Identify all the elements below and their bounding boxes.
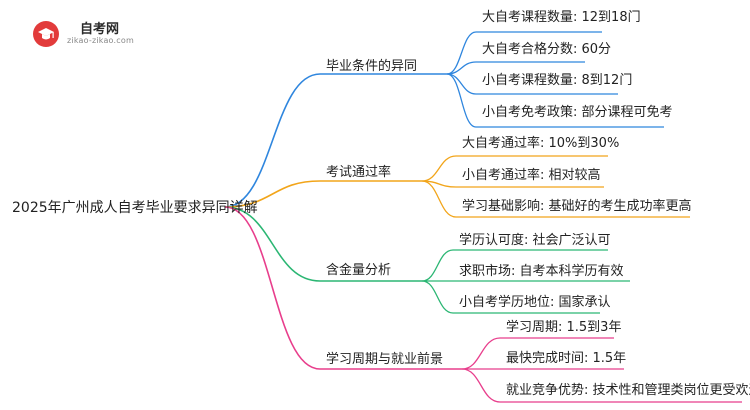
root-connector-3 — [224, 206, 462, 370]
leaf-connector-1-1 — [421, 180, 604, 188]
branch-label-0: 毕业条件的异同 — [326, 59, 418, 74]
branch-group-2 — [224, 206, 630, 314]
leaf-label-2-1: 求职市场: 自考本科学历有效 — [459, 264, 624, 279]
leaf-label-3-0: 学习周期: 1.5到3年 — [506, 320, 622, 335]
root-connector-1 — [224, 180, 422, 208]
leaf-label-3-1: 最快完成时间: 1.5年 — [506, 351, 627, 366]
leaf-label-3-2: 就业竞争优势: 技术性和管理类岗位更受欢迎 — [506, 383, 750, 398]
root-node: 2025年广州成人自考毕业要求异同详解 — [12, 200, 258, 216]
root-connector-2 — [224, 206, 422, 282]
leaf-connector-0-0 — [446, 31, 602, 75]
leaf-label-2-2: 小自考学历地位: 国家承认 — [459, 295, 611, 310]
branch-label-1: 考试通过率 — [326, 165, 392, 180]
root-connector-0 — [224, 73, 447, 208]
leaf-connector-0-1 — [446, 61, 585, 75]
leaf-connector-2-0 — [421, 249, 608, 282]
leaf-label-1-2: 学习基础影响: 基础好的考生成功率更高 — [462, 199, 692, 214]
leaf-label-2-0: 学历认可度: 社会广泛认可 — [459, 233, 611, 248]
site-logo: 自考网 zikao-zikao.com — [32, 18, 162, 52]
leaf-connector-1-0 — [421, 155, 608, 182]
leaf-label-1-1: 小自考通过率: 相对较高 — [462, 168, 601, 183]
branch-label-3: 学习周期与就业前景 — [326, 352, 444, 367]
branch-group-3 — [224, 206, 742, 403]
leaf-label-0-0: 大自考课程数量: 12到18门 — [482, 10, 641, 25]
leaf-connector-3-2 — [461, 368, 742, 403]
logo-url: zikao-zikao.com — [67, 36, 134, 45]
leaf-connector-0-3 — [446, 73, 664, 128]
leaf-label-0-3: 小自考免考政策: 部分课程可免考 — [482, 105, 673, 120]
leaf-connector-3-0 — [461, 337, 614, 370]
leaf-label-1-0: 大自考通过率: 10%到30% — [462, 136, 620, 151]
leaf-connector-0-2 — [446, 73, 618, 95]
leaf-label-0-2: 小自考课程数量: 8到12门 — [482, 73, 633, 88]
leaf-connector-2-2 — [421, 280, 600, 314]
leaf-label-0-1: 大自考合格分数: 60分 — [482, 42, 612, 57]
branch-group-0 — [224, 31, 664, 208]
graduation-cap-icon — [33, 21, 59, 47]
logo-name: 自考网 — [80, 22, 120, 37]
branch-group-1 — [224, 155, 690, 218]
branch-label-2: 含金量分析 — [326, 263, 392, 278]
leaf-connector-1-2 — [421, 180, 690, 218]
